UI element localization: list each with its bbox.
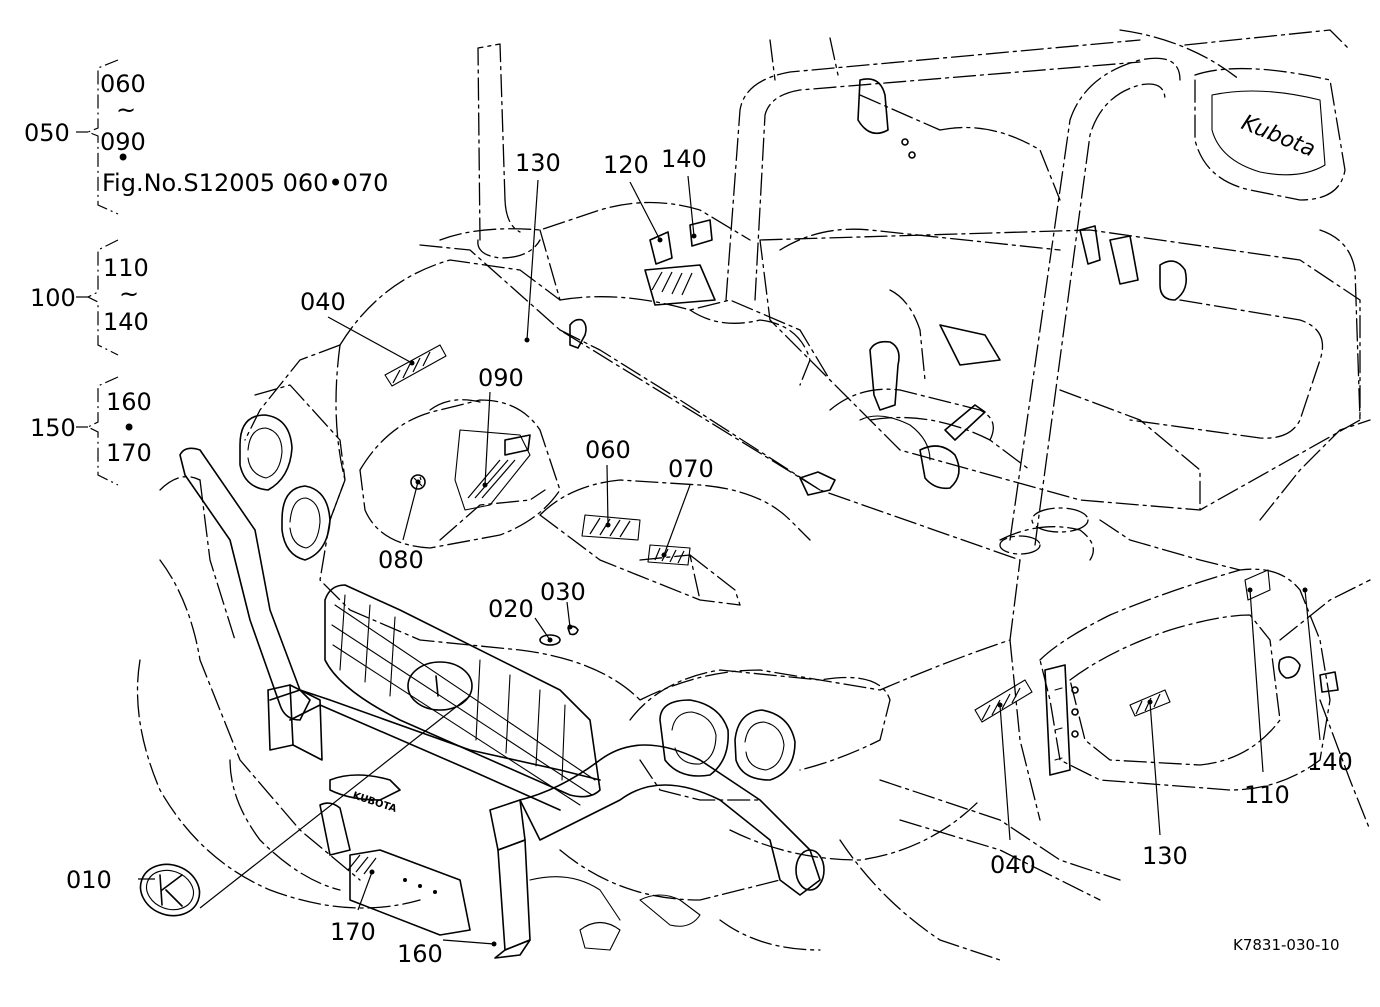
leader-lines — [138, 175, 1321, 947]
group-050-tilde: ~ — [116, 96, 136, 124]
group-050-line2: 090 — [100, 128, 146, 156]
group-150-id: 150 — [30, 414, 76, 442]
kubota-seat-logo: Kubota — [1238, 110, 1319, 162]
callout-170: 170 — [330, 918, 376, 946]
vehicle-drawing: Kubota — [136, 29, 1371, 961]
callout-110: 110 — [1244, 781, 1290, 809]
callout-030: 030 — [540, 578, 586, 606]
group-050-line1: 060 — [100, 70, 146, 98]
group-100: 100 110 ~ 140 — [30, 239, 149, 356]
group-050-sep: • — [116, 144, 130, 172]
group-100-tilde: ~ — [119, 280, 139, 308]
callout-120: 120 — [603, 151, 649, 179]
callout-160: 160 — [397, 940, 443, 968]
group-050: 050 060 ~ 090 • Fig.No.S12005 060•070 — [24, 59, 388, 215]
callout-140-dash: 140 — [661, 145, 707, 173]
group-150: 150 160 • 170 — [30, 376, 152, 486]
group-050-id: 050 — [24, 119, 70, 147]
callout-130-door: 130 — [1142, 842, 1188, 870]
callout-090: 090 — [478, 364, 524, 392]
group-150-bracket — [86, 376, 119, 486]
group-150-line2: 170 — [106, 439, 152, 467]
group-150-sep: • — [122, 414, 136, 442]
callout-labels: 010 020 030 040 040 060 070 080 090 110 … — [66, 145, 1353, 968]
callout-070: 070 — [668, 455, 714, 483]
group-150-line1: 160 — [106, 388, 152, 416]
group-100-line1: 110 — [103, 254, 149, 282]
callout-040-fender: 040 — [990, 851, 1036, 879]
group-050-fig-ref: Fig.No.S12005 060•070 — [102, 169, 388, 197]
callout-060: 060 — [585, 436, 631, 464]
callout-080: 080 — [378, 546, 424, 574]
group-050-bracket — [86, 59, 119, 215]
group-100-line2: 140 — [103, 308, 149, 336]
callout-130-dash: 130 — [515, 149, 561, 177]
group-100-id: 100 — [30, 284, 76, 312]
callout-010: 010 — [66, 866, 112, 894]
figure-code: K7831-030-10 — [1233, 936, 1340, 954]
callout-040-hood: 040 — [300, 288, 346, 316]
callout-140-door: 140 — [1307, 748, 1353, 776]
callout-020: 020 — [488, 595, 534, 623]
